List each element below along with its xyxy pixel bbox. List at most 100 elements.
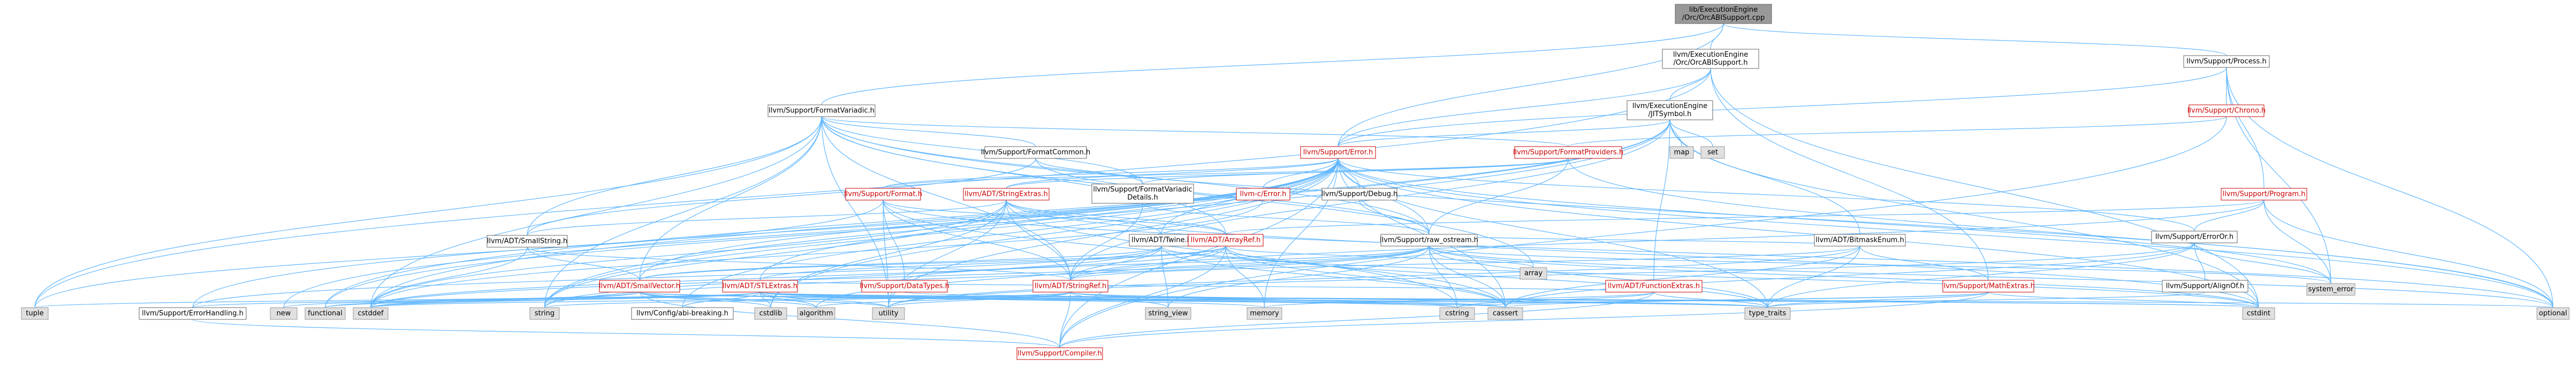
node-label: llvm/ADT/StringExtras.h (964, 190, 1047, 198)
edge-error-to-erroror (1338, 158, 2195, 232)
node-new: new (270, 307, 298, 320)
edge-mathextras-to-cstring (1456, 292, 1989, 308)
node-box (631, 307, 734, 320)
edge-raw_ostream-to-cassert (1428, 246, 1506, 308)
edge-smallvector-to-compiler (639, 292, 1060, 348)
edge-raw_ostream-to-cstring (1428, 246, 1458, 308)
node-stringref[interactable]: llvm/ADT/StringRef.h (1032, 280, 1108, 293)
node-label: llvm/Support/FormatVariadic.h (769, 107, 875, 115)
node-erroror[interactable]: llvm/Support/ErrorOr.h (2151, 231, 2238, 243)
node-stringextras[interactable]: llvm/ADT/StringExtras.h (963, 188, 1050, 201)
node-box (2162, 280, 2248, 293)
node-configbreak[interactable]: llvm/Config/abi-breaking.h (631, 307, 734, 320)
node-debug[interactable]: llvm/Support/Debug.h (1321, 188, 1398, 201)
node-tuple: tuple (21, 307, 49, 320)
node-box (845, 188, 921, 201)
node-alignof[interactable]: llvm/Support/AlignOf.h (2162, 280, 2248, 293)
edge-stringextras-to-smallstring (527, 200, 1007, 236)
node-box (984, 146, 1087, 159)
node-root: lib/ExecutionEngine/Orc/OrcABISupport.cp… (1675, 4, 1772, 24)
edge-twine-to-smallvector (639, 246, 1162, 281)
node-jitsymbol[interactable]: llvm/ExecutionEngine/JITSymbol.h (1627, 100, 1713, 120)
edge-orcabi_h-to-error (1338, 68, 1711, 147)
edge-fmtvardetails-to-stringref (1070, 203, 1143, 281)
edge-jitsymbol-to-bitmaskenum (1669, 119, 1860, 235)
edge-program-to-arrayref (1225, 200, 2265, 235)
node-formatvariadic[interactable]: llvm/Support/FormatVariadic.h (768, 104, 876, 117)
node-box (1514, 146, 1622, 159)
node-program[interactable]: llvm/Support/Program.h (2221, 188, 2307, 201)
node-formatcommon[interactable]: llvm/Support/FormatCommon.h (981, 146, 1090, 159)
edge-format-to-cassert (883, 200, 1506, 308)
edge-bitmaskenum-to-utility (888, 246, 1860, 308)
node-box (305, 307, 346, 320)
node-box (1236, 188, 1290, 201)
node-array: array (1519, 267, 1547, 280)
node-smallstring[interactable]: llvm/ADT/SmallString.h (487, 235, 568, 248)
node-box (1487, 307, 1523, 320)
node-label: llvm/Support/Process.h (2186, 58, 2266, 66)
edge-smallstring-to-stringref (527, 247, 1071, 281)
edge-formatcommon-to-fmtvardetails (1035, 158, 1143, 185)
node-label: llvm/Support/Program.h (2223, 190, 2306, 198)
edge-error-to-cstdint (1338, 158, 2259, 308)
node-box (1744, 307, 1791, 320)
node-stlextras[interactable]: llvm/ADT/STLExtras.h (722, 280, 798, 293)
node-label: lib/ExecutionEngine (1689, 6, 1758, 14)
node-label: llvm/ADT/STLExtras.h (723, 282, 797, 290)
node-mathextras[interactable]: llvm/Support/MathExtras.h (1942, 280, 2035, 293)
node-raw_ostream[interactable]: llvm/Support/raw_ostream.h (1380, 234, 1478, 247)
node-compiler[interactable]: llvm/Support/Compiler.h (1016, 347, 1103, 360)
edge-debug-to-raw_ostream (1359, 200, 1430, 235)
node-bitmaskenum[interactable]: llvm/ADT/BitmaskEnum.h (1814, 234, 1906, 247)
node-errc[interactable]: llvm-c/Error.h (1236, 188, 1290, 201)
edge-formatvariadic-to-cstddef (370, 116, 822, 308)
node-label: cstdint (2247, 310, 2270, 318)
node-format[interactable]: llvm/Support/Format.h (844, 188, 922, 201)
edge-raw_ostream-to-cstddef (370, 246, 1430, 308)
edge-errorhandling-to-compiler (192, 319, 1060, 348)
edge-error-to-functional (324, 158, 1339, 308)
edge-raw_ostream-to-string_view (1167, 246, 1430, 308)
node-box (139, 307, 247, 320)
node-map: map (1669, 146, 1694, 159)
edge-jitsymbol-to-string (544, 119, 1670, 308)
node-chrono[interactable]: llvm/Support/Chrono.h (2187, 104, 2266, 117)
node-label: llvm/Support/MathExtras.h (1942, 282, 2035, 290)
edge-program-to-erroror (2194, 200, 2265, 232)
edge-mathextras-to-compiler (1059, 292, 1989, 348)
node-formatproviders[interactable]: llvm/Support/FormatProviders.h (1513, 146, 1623, 159)
node-box (768, 104, 876, 117)
edge-stringref-to-string (544, 292, 1071, 308)
node-label: llvm/ADT/BitmaskEnum.h (1815, 236, 1904, 244)
node-functionextras[interactable]: llvm/ADT/FunctionExtras.h (1605, 280, 1703, 293)
node-label: llvm/ADT/StringRef.h (1035, 282, 1106, 290)
edge-formatcommon-to-smallstring (527, 158, 1036, 236)
node-smallvector[interactable]: llvm/ADT/SmallVector.h (599, 280, 680, 293)
edge-process-to-error (1338, 67, 2227, 147)
edge-stringextras-to-cstring (1006, 200, 1458, 308)
node-box (1669, 146, 1694, 159)
node-label: llvm/ExecutionEngine (1673, 51, 1748, 59)
node-errorhandling[interactable]: llvm/Support/ErrorHandling.h (139, 307, 247, 320)
node-box (872, 307, 905, 320)
node-label: llvm/Support/Compiler.h (1017, 350, 1101, 358)
node-error[interactable]: llvm/Support/Error.h (1300, 146, 1376, 159)
node-box (1627, 100, 1713, 120)
node-process[interactable]: llvm/Support/Process.h (2183, 55, 2270, 68)
edge-raw_ostream-to-system_error (1428, 246, 2331, 284)
edge-error-to-errc (1263, 158, 1339, 189)
node-twine[interactable]: llvm/ADT/Twine.h (1129, 234, 1194, 247)
node-orcabi_h[interactable]: llvm/ExecutionEngine/Orc/OrcABISupport.h (1662, 49, 1759, 69)
edge-stringref-to-cstring (1070, 292, 1458, 308)
node-datatypes[interactable]: llvm/Support/DataTypes.h (860, 280, 949, 293)
node-box (1188, 234, 1264, 247)
node-label: /JITSymbol.h (1648, 110, 1692, 118)
node-arrayref[interactable]: llvm/ADT/ArrayRef.h (1188, 234, 1264, 247)
node-label: algorithm (800, 310, 833, 318)
node-label: array (1524, 270, 1542, 278)
node-box (1942, 280, 2034, 293)
node-label: llvm/ADT/Twine.h (1131, 236, 1191, 244)
node-functional: functional (305, 307, 346, 320)
